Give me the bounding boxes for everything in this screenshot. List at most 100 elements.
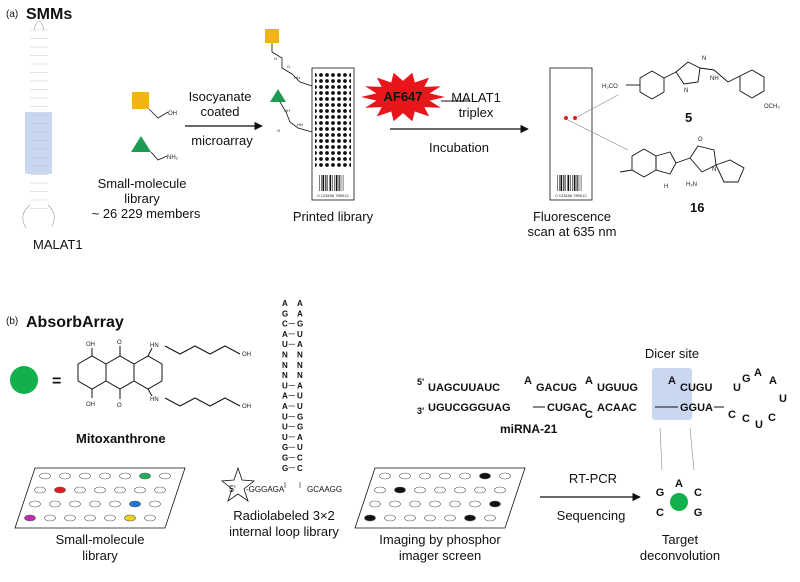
scanned-slide-frame: [549, 67, 593, 201]
plate-well: [374, 486, 386, 494]
hairpin-base-left: N: [282, 371, 288, 380]
plate-well: [369, 500, 381, 508]
plate-well: [424, 514, 436, 522]
plate-well: [379, 472, 391, 480]
library-label-line3: ~ 26 229 members: [92, 206, 201, 221]
drug-name: Mitoxanthrone: [76, 431, 166, 446]
barcode-bar: [319, 175, 320, 191]
target-loop: A C G C G: [656, 478, 703, 519]
hairpin-base-left: N: [282, 351, 288, 360]
hairpin-base-right: A: [297, 381, 303, 390]
plate-well: [44, 514, 56, 522]
compound-5-structure: [626, 61, 765, 100]
probe-label-line2: triplex: [459, 105, 494, 120]
hairpin-base-left: G: [282, 309, 288, 318]
target-letter-1: A: [675, 478, 683, 490]
plate-well: [459, 472, 471, 480]
tether-o3-label: O: [277, 128, 280, 133]
arrow2-bottom-label: Incubation: [429, 140, 489, 155]
scanned-barcode-digits: 0 123456 789012: [555, 193, 587, 198]
barcode-bar: [321, 175, 322, 191]
hit-spot-2: [573, 116, 577, 120]
barcode-bar: [565, 175, 566, 191]
barcode-bar: [325, 175, 327, 191]
plate-well: [64, 514, 76, 522]
imaging-plate: [354, 467, 526, 529]
plate-well: [109, 500, 121, 508]
plate-well: [59, 472, 71, 480]
panel-b-title: AbsorbArray: [26, 314, 124, 331]
plate-well: [484, 514, 496, 522]
sm-library-plate: [14, 467, 186, 529]
panel-b-section-label: (b): [6, 316, 18, 327]
plate-well: [489, 500, 501, 508]
tether-o-label: O: [274, 56, 277, 61]
mirna-3prime: 3': [417, 406, 424, 416]
barcode-bar: [559, 175, 560, 191]
plate-well: [494, 486, 506, 494]
mito-oh-right-bottom: OH: [242, 404, 251, 410]
small-molecule-fragments: OH NH₂: [131, 92, 179, 161]
mirna-top-bulge1: A: [524, 375, 532, 387]
plate-well: [74, 486, 86, 494]
zoom-line-1: [659, 427, 663, 471]
library-label-line2: library: [124, 191, 160, 206]
hairpin-base-right: U: [297, 402, 303, 411]
target-letter-3: G: [656, 487, 665, 499]
mirna-5prime: 5': [417, 377, 424, 387]
hairpin-base-right: C: [297, 464, 303, 473]
five-prime-label: 5': [229, 484, 236, 494]
scan-label-line1: Fluorescence: [533, 209, 611, 224]
mitoxantrone-structure: [77, 345, 241, 407]
target-letter-4: C: [656, 507, 664, 519]
malat1-triplex-highlight: [25, 112, 52, 174]
mirna-bot-seg2: CUGAC: [547, 402, 587, 414]
arrow1-top-line2: coated: [200, 104, 239, 119]
plate-well: [389, 500, 401, 508]
plate-well: [419, 472, 431, 480]
hairpin-base-left: G: [282, 464, 288, 473]
mito-o-bottom: O: [117, 403, 122, 409]
plate-well: [129, 500, 141, 508]
printed-triangle-icon: [270, 89, 286, 102]
plate-well: [34, 486, 46, 494]
mirna-bot-seg4: GGUA: [680, 402, 713, 414]
plate-well: [39, 472, 51, 480]
hairpin-base-right: A: [297, 340, 303, 349]
hairpin-base-right: G: [297, 320, 303, 329]
hairpin-base-left: U: [282, 412, 288, 421]
mirna-loop-4: A: [769, 375, 777, 387]
mirna-bot-seg1: UGUCGGGUAG: [428, 402, 511, 414]
target-letter-2: C: [694, 487, 702, 499]
mito-hn-top: HN: [150, 343, 159, 349]
hairpin-base-right: G: [297, 423, 303, 432]
plate-well: [464, 514, 476, 522]
square-fragment-icon: [132, 92, 149, 109]
plate-well: [69, 500, 81, 508]
barcode-bar: [560, 175, 563, 191]
compound-5-n: N: [684, 88, 688, 94]
malat1-hairpin: MALAT1: [22, 20, 83, 252]
plate-well: [409, 500, 421, 508]
plate-well: [414, 486, 426, 494]
hairpin-base-left: U: [282, 423, 288, 432]
arrow3-bottom-label: Sequencing: [557, 508, 626, 523]
barcode-bar: [332, 175, 333, 191]
barcode-bar: [572, 175, 573, 191]
mito-hn-bottom: HN: [150, 397, 159, 403]
plate-well: [54, 486, 66, 494]
mirna-loop-7: U: [755, 419, 763, 431]
plate-well: [499, 472, 511, 480]
printed-spot-array: [315, 72, 351, 168]
compound-16-n: N: [712, 167, 716, 173]
printed-barcode: [319, 175, 344, 191]
hit-callout-line-2: [567, 119, 629, 151]
hairpin-base-right: A: [297, 309, 303, 318]
compound-5-h3co: H₃CO: [602, 84, 618, 90]
nh2-label: NH₂: [167, 155, 179, 161]
hairpin-base-right: A: [297, 299, 303, 308]
plate-well: [159, 472, 171, 480]
mirna21-hairpin: Dicer site 5' UAGCUUAUC A GACUG A UGUUG …: [417, 346, 787, 436]
